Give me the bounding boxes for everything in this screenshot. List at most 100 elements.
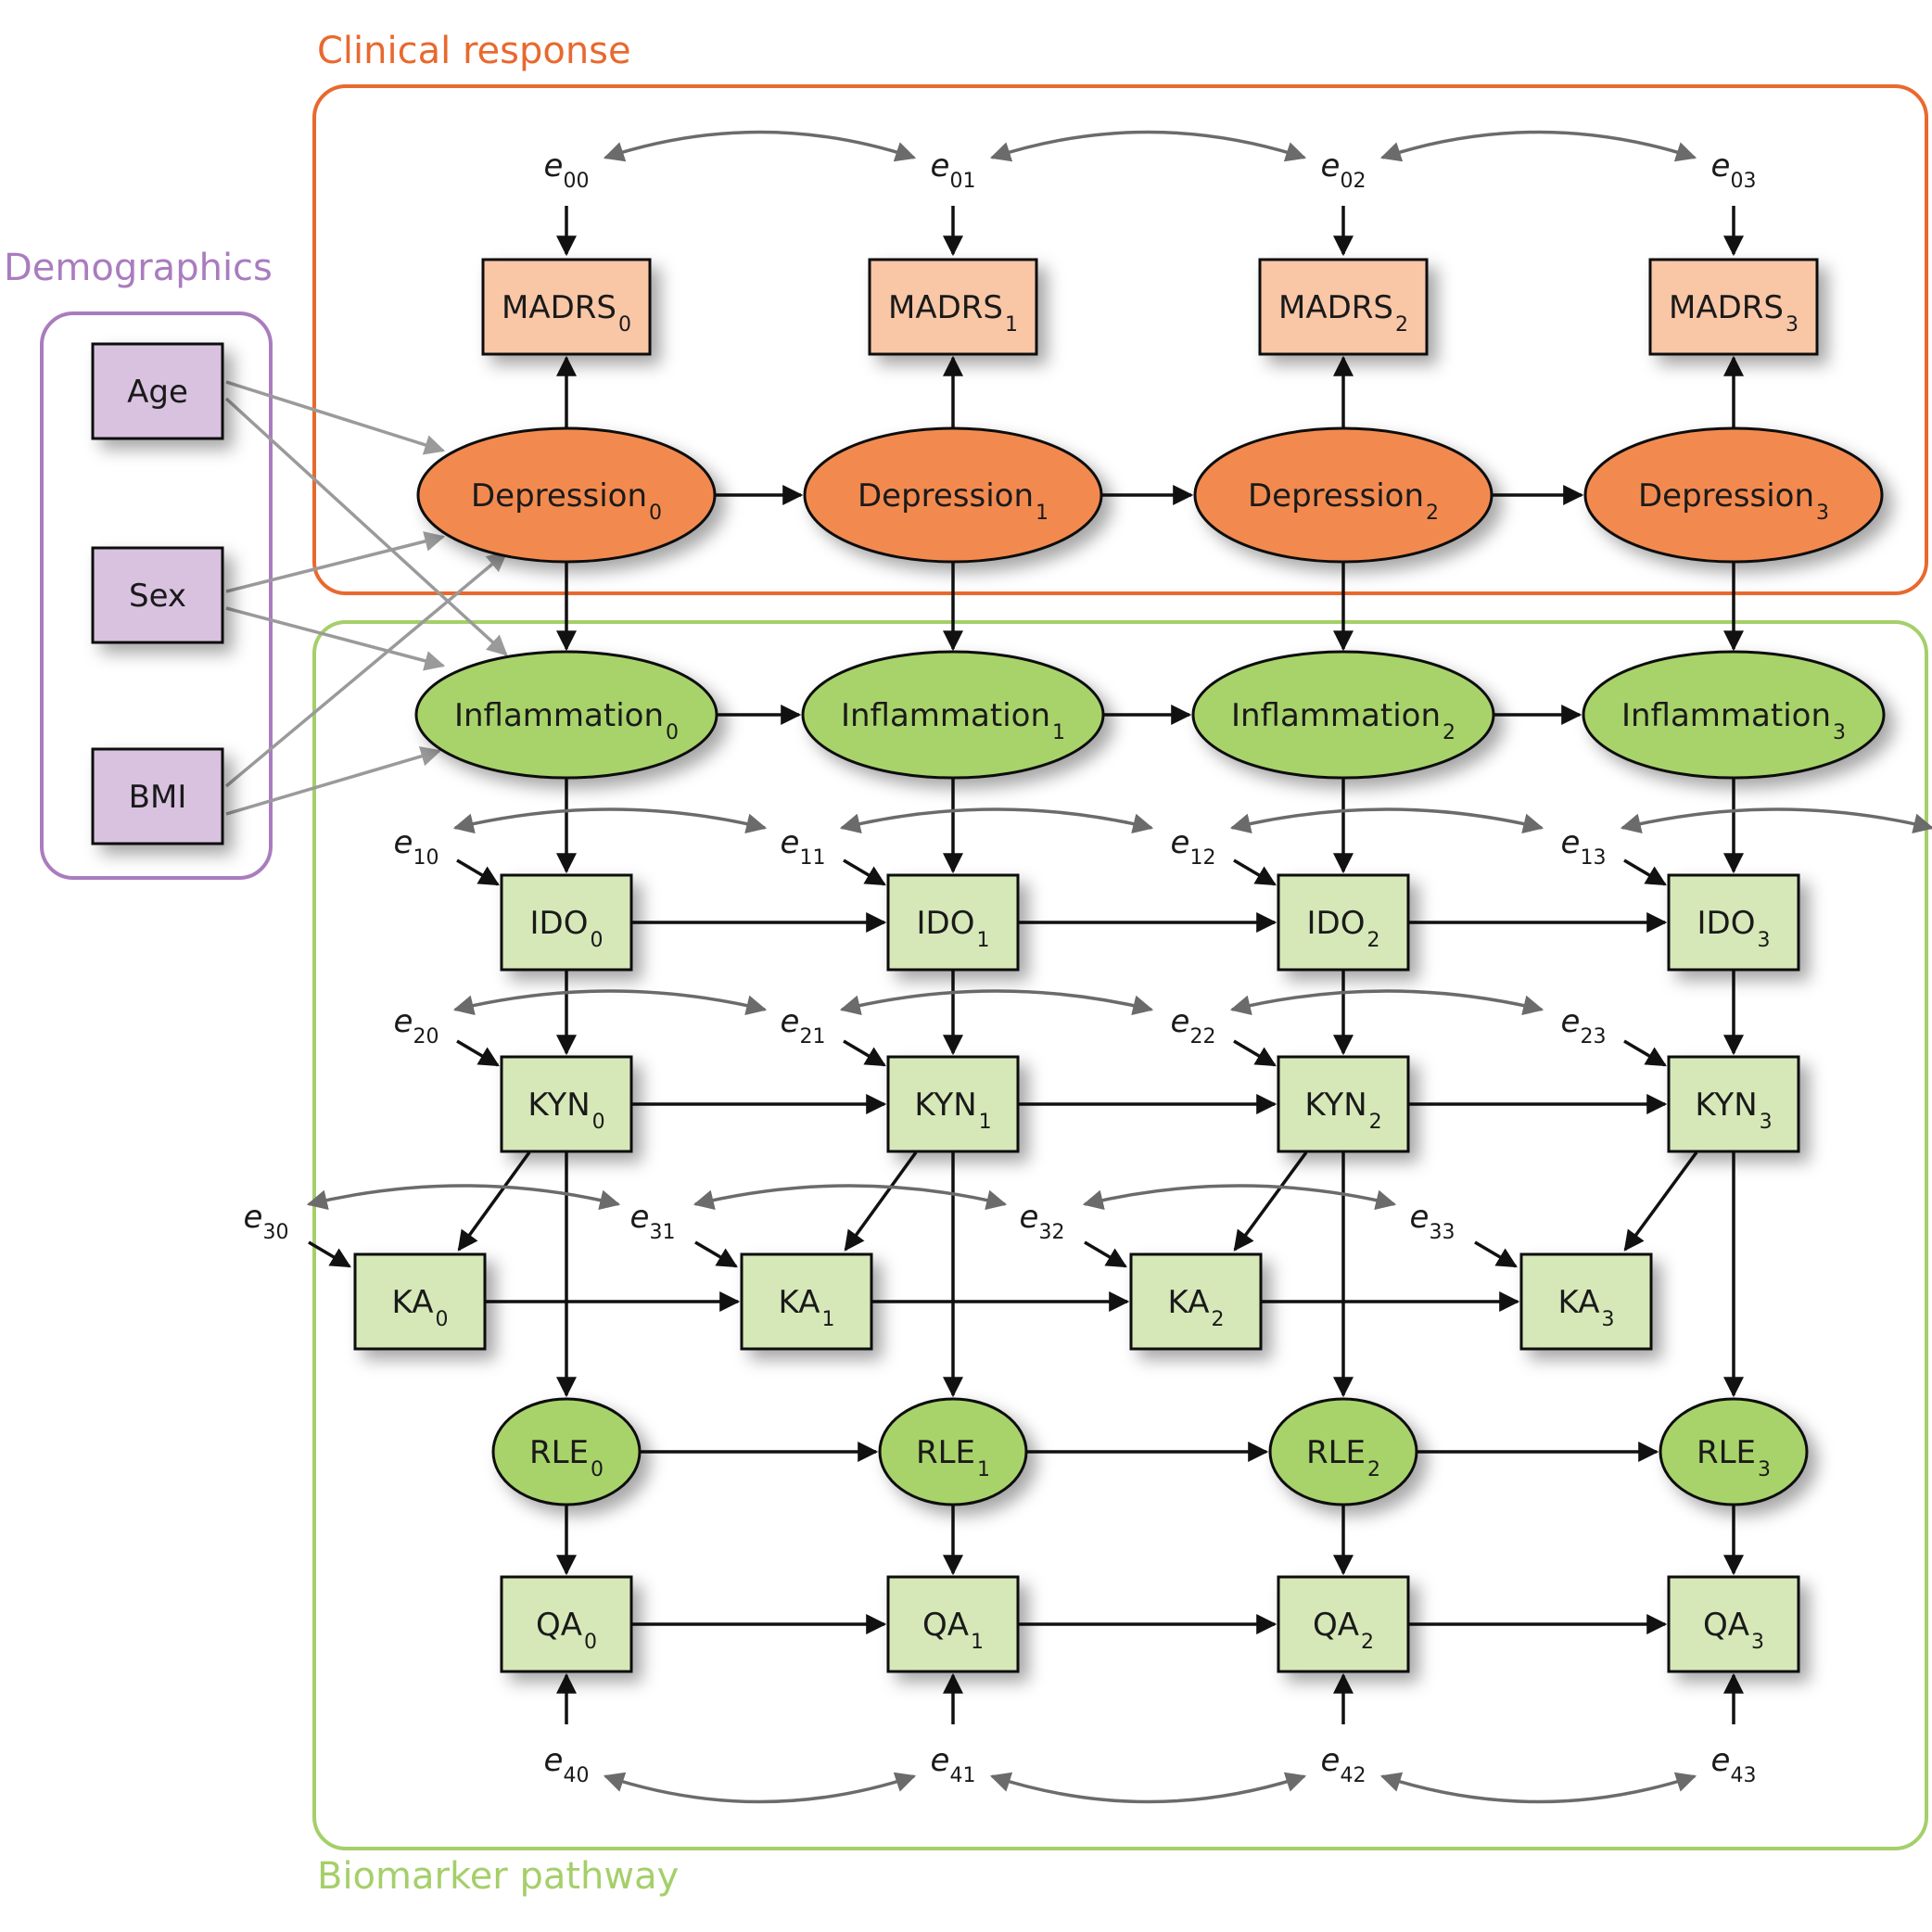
error-23: e23 — [1561, 1003, 1607, 1049]
demographic-label: Age — [127, 374, 188, 411]
ka-error-covariance — [693, 1184, 1008, 1211]
ido-node-2: IDO2 — [1277, 873, 1410, 972]
error-03: e03 — [1711, 147, 1757, 193]
qa-label: QA0 — [536, 1607, 597, 1654]
madrs-error-covariance — [603, 130, 917, 162]
error-32: e32 — [1020, 1199, 1065, 1244]
error-31: e31 — [630, 1199, 676, 1244]
error-10: e10 — [394, 824, 439, 870]
rle-node-1: RLE1 — [878, 1397, 1028, 1506]
rle-label: RLE2 — [1306, 1434, 1380, 1481]
age-to-depression-edge — [225, 380, 446, 455]
ka-error-covariance — [1082, 1184, 1397, 1211]
error-42: e42 — [1321, 1742, 1366, 1787]
error-22: e22 — [1171, 1003, 1216, 1049]
error-to-kyn-edge — [1233, 1039, 1277, 1067]
error-33: e33 — [1410, 1199, 1455, 1244]
demographic-label: BMI — [129, 779, 187, 816]
age-to-inflammation-edge — [224, 397, 508, 656]
error-to-ido-edge — [456, 858, 500, 886]
error-01: e01 — [931, 147, 976, 193]
error-21: e21 — [781, 1003, 826, 1049]
error-13: e13 — [1561, 824, 1607, 870]
ido-label: IDO1 — [917, 905, 990, 952]
depression-node-3: Depression3 — [1583, 426, 1884, 564]
error-to-ido-edge — [1623, 858, 1667, 886]
kyn-to-ka-edge — [844, 1150, 918, 1252]
ido-label: IDO2 — [1307, 905, 1380, 952]
inflammation-label: Inflammation2 — [1231, 697, 1455, 744]
qa-error-covariance — [1379, 1772, 1697, 1804]
qa-error-covariance — [989, 1772, 1307, 1804]
qa-node-3: QA3 — [1667, 1575, 1800, 1673]
ka-node-3: KA3 — [1519, 1252, 1653, 1351]
depression-node-1: Depression1 — [803, 426, 1103, 564]
error-41: e41 — [931, 1742, 976, 1787]
error-to-kyn-edge — [843, 1039, 886, 1067]
error-02: e02 — [1321, 147, 1366, 193]
demographics-title: Demographics — [4, 247, 273, 289]
error-12: e12 — [1171, 824, 1216, 870]
ido-node-0: IDO0 — [500, 873, 633, 972]
ka-label: KA3 — [1558, 1284, 1615, 1331]
inflammation-node-1: Inflammation1 — [801, 650, 1105, 780]
error-11: e11 — [781, 824, 826, 870]
qa-node-0: QA0 — [500, 1575, 633, 1673]
kyn-label: KYN1 — [914, 1087, 991, 1134]
qa-node-2: QA2 — [1277, 1575, 1410, 1673]
ka-error-covariance — [306, 1184, 621, 1211]
rle-node-3: RLE3 — [1659, 1397, 1809, 1506]
ka-node-0: KA0 — [353, 1252, 487, 1351]
madrs-node-3: MADRS3 — [1648, 258, 1819, 356]
depression-node-2: Depression2 — [1193, 426, 1493, 564]
ka-label: KA2 — [1168, 1284, 1225, 1331]
ido-error-covariance — [452, 807, 768, 834]
ido-error-covariance — [1229, 807, 1544, 834]
kyn-label: KYN0 — [527, 1087, 604, 1134]
ido-label: IDO3 — [1697, 905, 1771, 952]
bmi-to-inflammation-edge — [225, 746, 442, 816]
kyn-error-covariance — [452, 989, 768, 1016]
inflammation-label: Inflammation0 — [454, 697, 679, 744]
error-to-kyn-edge — [456, 1039, 500, 1067]
qa-label: QA1 — [922, 1607, 984, 1654]
madrs-label: MADRS0 — [502, 289, 631, 337]
kyn-node-0: KYN0 — [500, 1055, 633, 1153]
rle-label: RLE3 — [1697, 1434, 1771, 1481]
madrs-label: MADRS1 — [888, 289, 1018, 337]
kyn-label: KYN3 — [1695, 1087, 1772, 1134]
rle-node-0: RLE0 — [491, 1397, 642, 1506]
demographic-node-sex: Sex — [91, 546, 224, 644]
inflammation-label: Inflammation3 — [1621, 697, 1846, 744]
madrs-error-covariance — [1379, 130, 1697, 162]
madrs-label: MADRS2 — [1278, 289, 1408, 337]
inflammation-label: Inflammation1 — [841, 697, 1065, 744]
error-to-kyn-edge — [1623, 1039, 1667, 1067]
madrs-label: MADRS3 — [1669, 289, 1799, 337]
depression-label: Depression2 — [1248, 477, 1439, 525]
ido-node-1: IDO1 — [886, 873, 1020, 972]
inflammation-node-3: Inflammation3 — [1582, 650, 1886, 780]
error-to-ka-edge — [694, 1240, 738, 1268]
madrs-node-0: MADRS0 — [481, 258, 652, 356]
demographic-node-age: Age — [91, 342, 224, 440]
madrs-node-2: MADRS2 — [1258, 258, 1429, 356]
madrs-node-1: MADRS1 — [868, 258, 1038, 356]
error-20: e20 — [394, 1003, 439, 1049]
madrs-error-covariance — [989, 130, 1307, 162]
error-40: e40 — [544, 1742, 590, 1787]
ka-node-1: KA1 — [740, 1252, 873, 1351]
ido-error-covariance — [1620, 807, 1932, 834]
error-00: e00 — [544, 147, 590, 193]
inflammation-node-0: Inflammation0 — [414, 650, 718, 780]
depression-node-0: Depression0 — [416, 426, 717, 564]
kyn-to-ka-edge — [457, 1150, 531, 1252]
kyn-error-covariance — [839, 989, 1154, 1016]
kyn-label: KYN2 — [1304, 1087, 1381, 1134]
ka-label: KA0 — [392, 1284, 449, 1331]
sex-to-depression-edge — [225, 531, 446, 593]
clinical-response-group — [312, 84, 1928, 595]
depression-label: Depression3 — [1638, 477, 1829, 525]
biomarker-pathway-group — [312, 620, 1928, 1850]
